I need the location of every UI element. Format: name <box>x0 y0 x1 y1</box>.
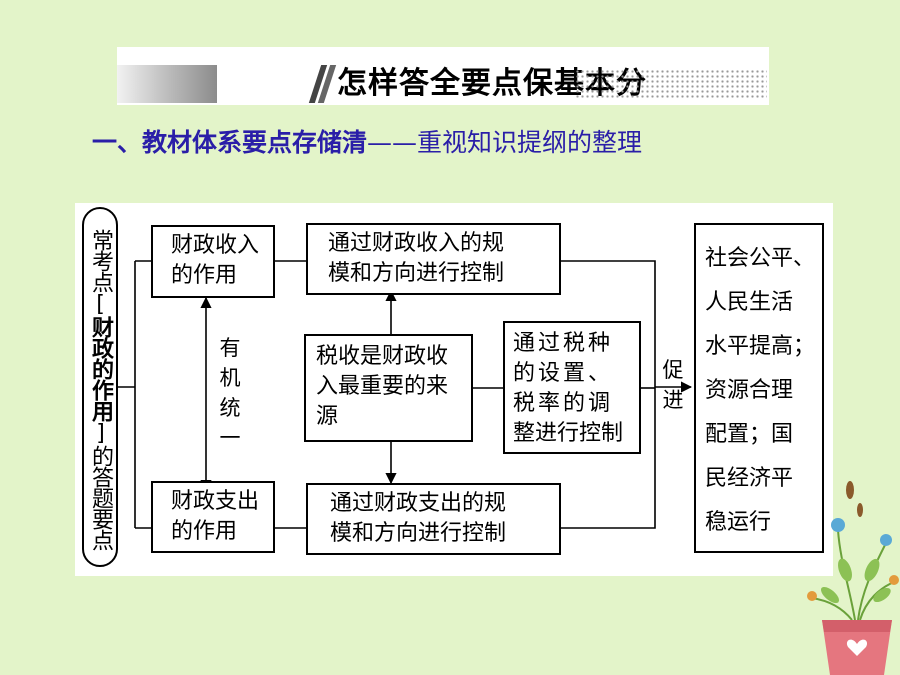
promote-char: 进 <box>662 388 684 412</box>
outcome-line: 水平提高； <box>705 334 816 359</box>
tax-adjust-line: 通过税种 <box>513 331 614 356</box>
outcome-box: 社会公平、 人民生活 水平提高； 资源合理 配置；国 民经济平 稳运行 <box>694 223 824 553</box>
unity-label: 有 机 统 一 <box>218 333 242 453</box>
income-control-line: 模和方向进行控制 <box>328 261 505 286</box>
side-label-highlight: 财政的作用 <box>88 315 113 421</box>
income-control-line: 通过财政收入的规 <box>328 231 505 256</box>
unity-char: 有 <box>219 336 241 360</box>
tax-adjust-line: 整进行控制 <box>513 421 624 446</box>
unity-char: 机 <box>219 366 241 390</box>
tax-adjust-line: 税率的调 <box>513 391 614 416</box>
outcome-line: 人民生活 <box>705 290 794 315</box>
promote-label: 促 进 <box>661 355 685 415</box>
title-banner: 怎样答全要点保基本分 <box>117 47 769 105</box>
expense-role-line: 财政支出 <box>171 489 260 514</box>
side-label-pre: 常考点[ <box>88 228 113 316</box>
flower-pot-decoration <box>807 481 899 675</box>
heart-icon <box>846 639 868 656</box>
income-control-box: 通过财政收入的规 模和方向进行控制 <box>306 223 561 295</box>
tax-main-box: 税收是财政收 入最重要的来 源 <box>304 334 473 442</box>
unity-char: 统 <box>219 396 241 420</box>
expense-control-line: 通过财政支出的规 <box>330 491 507 516</box>
tax-main-line: 税收是财政收 <box>316 344 449 369</box>
expense-role-box: 财政支出 的作用 <box>151 481 275 553</box>
tax-adjust-box: 通过税种 的设置、 税率的调 整进行控制 <box>503 321 641 454</box>
outcome-line: 配置；国 <box>705 422 794 447</box>
subtitle-note: 重视知识提纲的整理 <box>417 128 643 157</box>
expense-role-line: 的作用 <box>171 519 238 544</box>
promote-char: 促 <box>662 358 684 382</box>
unity-char: 一 <box>219 426 241 450</box>
tax-adjust-line: 的设置、 <box>513 361 614 386</box>
expense-control-line: 模和方向进行控制 <box>330 521 507 546</box>
income-role-line: 的作用 <box>171 263 238 288</box>
outcome-line: 民经济平 <box>705 466 794 491</box>
banner-dot-pattern <box>575 69 767 99</box>
section-subtitle: 一、教材体系要点存储清——重视知识提纲的整理 <box>92 125 642 161</box>
tax-main-line: 源 <box>316 404 339 429</box>
outcome-line: 稳运行 <box>705 510 772 535</box>
banner-gradient-bar <box>117 65 217 103</box>
expense-control-box: 通过财政支出的规 模和方向进行控制 <box>306 483 561 555</box>
income-role-box: 财政收入 的作用 <box>151 225 275 298</box>
side-label: 常考点[财政的作用]的答题要点 <box>82 207 118 567</box>
subtitle-dash: —— <box>367 128 418 157</box>
subtitle-heading: 一、教材体系要点存储清 <box>92 128 368 157</box>
diagram-panel: 常考点[财政的作用]的答题要点 财政收入 的作用 通过财政收入的规 模和方向进行… <box>75 203 833 576</box>
tax-main-line: 入最重要的来 <box>316 374 449 399</box>
income-role-line: 财政收入 <box>171 233 260 258</box>
connector-lines <box>118 260 693 529</box>
side-label-post: ]的答题要点 <box>88 420 113 550</box>
outcome-line: 社会公平、 <box>705 246 816 271</box>
left-bracket <box>118 260 151 529</box>
outcome-line: 资源合理 <box>705 378 794 403</box>
right-bracket <box>561 260 656 529</box>
